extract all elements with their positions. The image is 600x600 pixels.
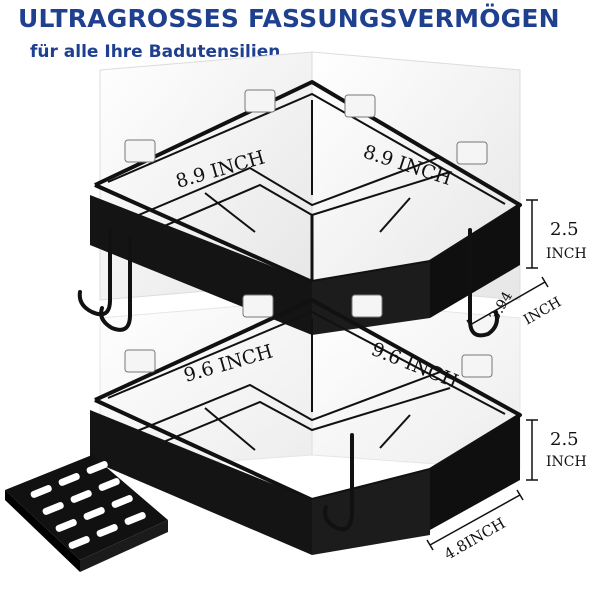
dimension-lines xyxy=(426,199,549,551)
bottom-basket xyxy=(5,294,522,572)
bottom-height-value: 2.5 xyxy=(550,429,579,450)
top-height-value: 2.5 xyxy=(550,219,579,240)
bottom-basket-wall-left xyxy=(90,410,312,555)
subheadline: für alle Ihre Badutensilien xyxy=(30,42,281,62)
soap-tray xyxy=(5,455,168,572)
bottom-basket-wall-right xyxy=(430,415,520,530)
bottom-basket-hook xyxy=(323,433,354,532)
top-height-unit: INCH xyxy=(546,246,587,262)
bottom-depth-label: 4.8INCH xyxy=(441,514,508,563)
bottom-height-unit: INCH xyxy=(546,454,587,470)
top-basket-wall-right xyxy=(430,205,520,318)
top-depth-unit: INCH xyxy=(521,294,564,328)
headline: ULTRAGROSSES FASSUNGSVERMÖGEN xyxy=(18,4,560,33)
bottom-basket-wall-front xyxy=(312,470,430,555)
